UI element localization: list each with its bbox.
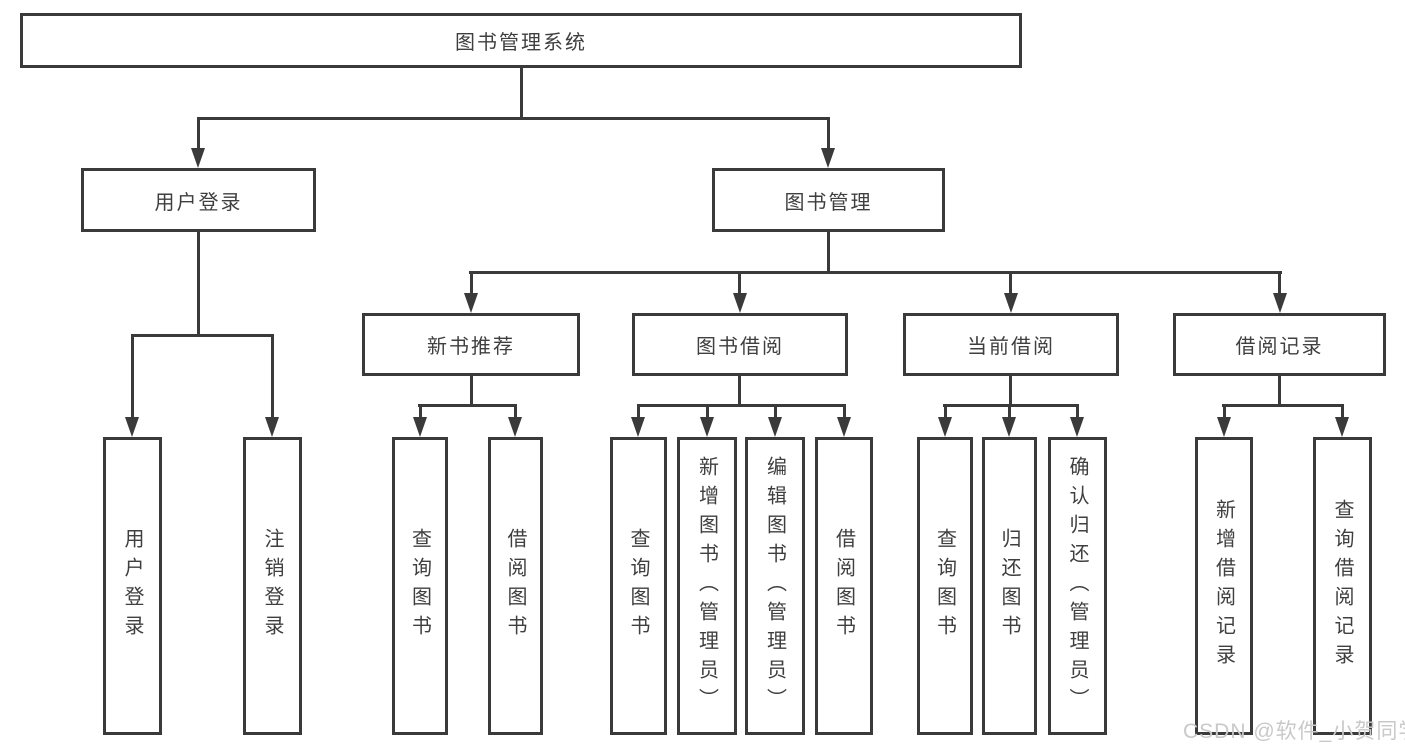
connector-line — [520, 66, 523, 119]
leaf-edit-books-admin: 编辑图书（管理员） — [745, 437, 805, 735]
leaf-query-borrow-record: 查询借阅记录 — [1313, 437, 1372, 735]
leaf-query-borrow-record-label: 查询借阅记录 — [1331, 499, 1353, 673]
connector-line — [470, 271, 473, 296]
leaf-borrow-books: 借阅图书 — [815, 437, 873, 735]
connector-line — [514, 404, 517, 420]
node-borrow-records: 借阅记录 — [1173, 313, 1386, 376]
arrow-down-icon — [1273, 293, 1287, 313]
leaf-user-login: 用户登录 — [103, 437, 162, 735]
connector-line — [197, 117, 830, 120]
arrow-down-icon — [1004, 293, 1018, 313]
arrow-down-icon — [733, 293, 747, 313]
arrow-down-icon — [1002, 417, 1016, 437]
connector-line — [1009, 374, 1012, 406]
leaf-recommend-borrow-books: 借阅图书 — [488, 437, 543, 735]
leaf-current-query-books-label: 查询图书 — [933, 528, 956, 644]
connector-line — [1009, 271, 1012, 296]
connector-line — [637, 404, 846, 407]
connector-line — [197, 229, 200, 336]
arrow-down-icon — [125, 417, 139, 437]
arrow-down-icon — [1217, 417, 1231, 437]
connector-line — [738, 271, 741, 296]
connector-line — [774, 404, 777, 420]
leaf-recommend-query-books-label: 查询图书 — [408, 528, 431, 644]
node-root-label: 图书管理系统 — [455, 32, 587, 54]
arrow-down-icon — [191, 148, 205, 168]
leaf-return-books: 归还图书 — [982, 437, 1037, 735]
leaf-borrowing-query-books: 查询图书 — [610, 437, 667, 735]
connector-line — [827, 117, 830, 151]
connector-line — [944, 404, 947, 420]
connector-line — [1341, 404, 1344, 420]
arrow-down-icon — [938, 417, 952, 437]
csdn-watermark: CSDN @软件_小贺同学 — [1183, 720, 1405, 743]
connector-line — [1278, 271, 1281, 296]
node-new-book-recommend-label: 新书推荐 — [427, 336, 515, 358]
arrow-down-icon — [700, 417, 714, 437]
connector-line — [843, 404, 846, 420]
connector-line — [738, 374, 741, 406]
connector-line — [470, 374, 473, 406]
arrow-down-icon — [631, 417, 645, 437]
connector-line — [271, 334, 274, 420]
connector-line — [1008, 404, 1011, 420]
arrow-down-icon — [1070, 417, 1084, 437]
node-book-borrowing: 图书借阅 — [632, 313, 848, 376]
connector-line — [637, 404, 640, 420]
node-borrow-records-label: 借阅记录 — [1235, 336, 1324, 358]
connector-line — [469, 271, 1282, 274]
node-current-borrowing-label: 当前借阅 — [967, 336, 1055, 358]
node-root-library-system: 图书管理系统 — [20, 13, 1022, 68]
arrow-down-icon — [508, 417, 522, 437]
node-new-book-recommend: 新书推荐 — [362, 313, 580, 376]
connector-line — [131, 334, 274, 337]
connector-line — [131, 334, 134, 420]
leaf-borrowing-query-books-label: 查询图书 — [627, 528, 649, 644]
leaf-add-borrow-record-label: 新增借阅记录 — [1212, 499, 1235, 673]
node-user-login-label: 用户登录 — [154, 191, 243, 214]
connector-line — [827, 230, 830, 273]
arrow-down-icon — [265, 417, 279, 437]
leaf-current-query-books: 查询图书 — [917, 437, 973, 735]
leaf-borrow-books-label: 借阅图书 — [832, 528, 855, 644]
leaf-logout-label: 注销登录 — [261, 528, 283, 644]
leaf-confirm-return-admin: 确认归还（管理员） — [1048, 437, 1107, 735]
connector-line — [1076, 404, 1079, 420]
leaf-return-books-label: 归还图书 — [998, 528, 1020, 644]
connector-line — [1222, 404, 1344, 407]
arrow-down-icon — [1335, 417, 1349, 437]
arrow-down-icon — [821, 148, 835, 168]
connector-line — [418, 404, 517, 407]
leaf-recommend-query-books: 查询图书 — [392, 437, 448, 735]
node-book-management-label: 图书管理 — [784, 191, 873, 214]
arrow-down-icon — [464, 293, 478, 313]
leaf-add-borrow-record: 新增借阅记录 — [1195, 437, 1253, 735]
arrow-down-icon — [837, 417, 851, 437]
leaf-add-books-admin-label: 新增图书（管理员） — [695, 455, 718, 717]
leaf-edit-books-admin-label: 编辑图书（管理员） — [763, 455, 786, 717]
node-book-borrowing-label: 图书借阅 — [696, 336, 784, 358]
connector-line — [197, 117, 200, 151]
connector-line — [943, 404, 1079, 407]
node-user-login: 用户登录 — [81, 168, 316, 232]
arrow-down-icon — [413, 417, 427, 437]
arrow-down-icon — [768, 417, 782, 437]
leaf-confirm-return-admin-label: 确认归还（管理员） — [1066, 455, 1088, 717]
connector-line — [1278, 374, 1281, 406]
leaf-add-books-admin: 新增图书（管理员） — [677, 437, 737, 735]
leaf-recommend-borrow-books-label: 借阅图书 — [504, 528, 526, 644]
node-current-borrowing: 当前借阅 — [903, 313, 1119, 376]
node-book-management: 图书管理 — [712, 168, 945, 232]
connector-line — [706, 404, 709, 420]
leaf-user-login-label: 用户登录 — [121, 528, 143, 644]
leaf-logout: 注销登录 — [243, 437, 302, 735]
connector-line — [419, 404, 422, 420]
connector-line — [1223, 404, 1226, 420]
